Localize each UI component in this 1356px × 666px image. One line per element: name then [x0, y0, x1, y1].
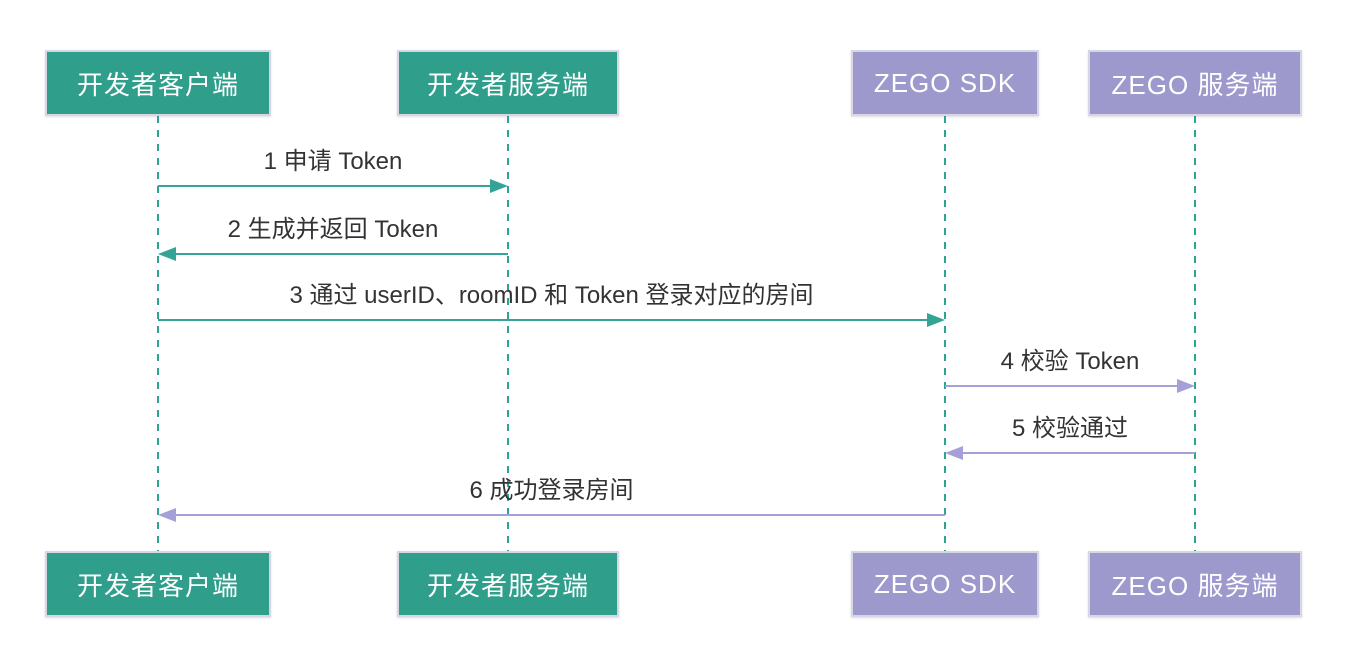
- message-line: [158, 185, 492, 187]
- actor-box-bottom-dev-server: 开发者服务端: [397, 551, 619, 617]
- actor-box-top-zego-server: ZEGO 服务端: [1088, 50, 1302, 116]
- actor-label: 开发者服务端: [426, 570, 589, 601]
- actor-label: 开发者客户端: [76, 570, 239, 601]
- actor-box-top-dev-server: 开发者服务端: [397, 50, 619, 116]
- message-arrowhead: [158, 508, 176, 522]
- lifeline-dev-client: [157, 116, 159, 551]
- actor-box-bottom-zego-sdk: ZEGO SDK: [851, 551, 1039, 617]
- lifeline-zego-server: [1194, 116, 1196, 551]
- message-line: [174, 514, 945, 516]
- actor-box-bottom-zego-server: ZEGO 服务端: [1088, 551, 1302, 617]
- actor-box-top-zego-sdk: ZEGO SDK: [851, 50, 1039, 116]
- actor-box-bottom-dev-client: 开发者客户端: [45, 551, 271, 617]
- message-label: 6 成功登录房间: [469, 477, 634, 504]
- message-label: 1 申请 Token: [263, 148, 403, 175]
- actor-label: 开发者服务端: [426, 69, 589, 100]
- actor-label: 开发者客户端: [76, 69, 239, 100]
- message-label: 4 校验 Token: [1000, 348, 1140, 375]
- message-arrowhead: [1177, 379, 1195, 393]
- lifeline-dev-server: [507, 116, 509, 551]
- actor-label: ZEGO 服务端: [1111, 69, 1279, 100]
- message-line: [158, 319, 929, 321]
- lifeline-zego-sdk: [944, 116, 946, 551]
- message-arrowhead: [927, 313, 945, 327]
- message-arrowhead: [158, 247, 176, 261]
- actor-label: ZEGO 服务端: [1111, 570, 1279, 601]
- actor-label: ZEGO SDK: [873, 568, 1017, 599]
- message-label: 2 生成并返回 Token: [227, 216, 439, 243]
- message-arrowhead: [945, 446, 963, 460]
- message-line: [961, 452, 1195, 454]
- message-label: 5 校验通过: [1011, 415, 1129, 442]
- actor-box-top-dev-client: 开发者客户端: [45, 50, 271, 116]
- message-line: [945, 385, 1179, 387]
- actor-label: ZEGO SDK: [873, 67, 1017, 98]
- message-arrowhead: [490, 179, 508, 193]
- message-line: [174, 253, 508, 255]
- message-label: 3 通过 userID、roomID 和 Token 登录对应的房间: [289, 282, 814, 309]
